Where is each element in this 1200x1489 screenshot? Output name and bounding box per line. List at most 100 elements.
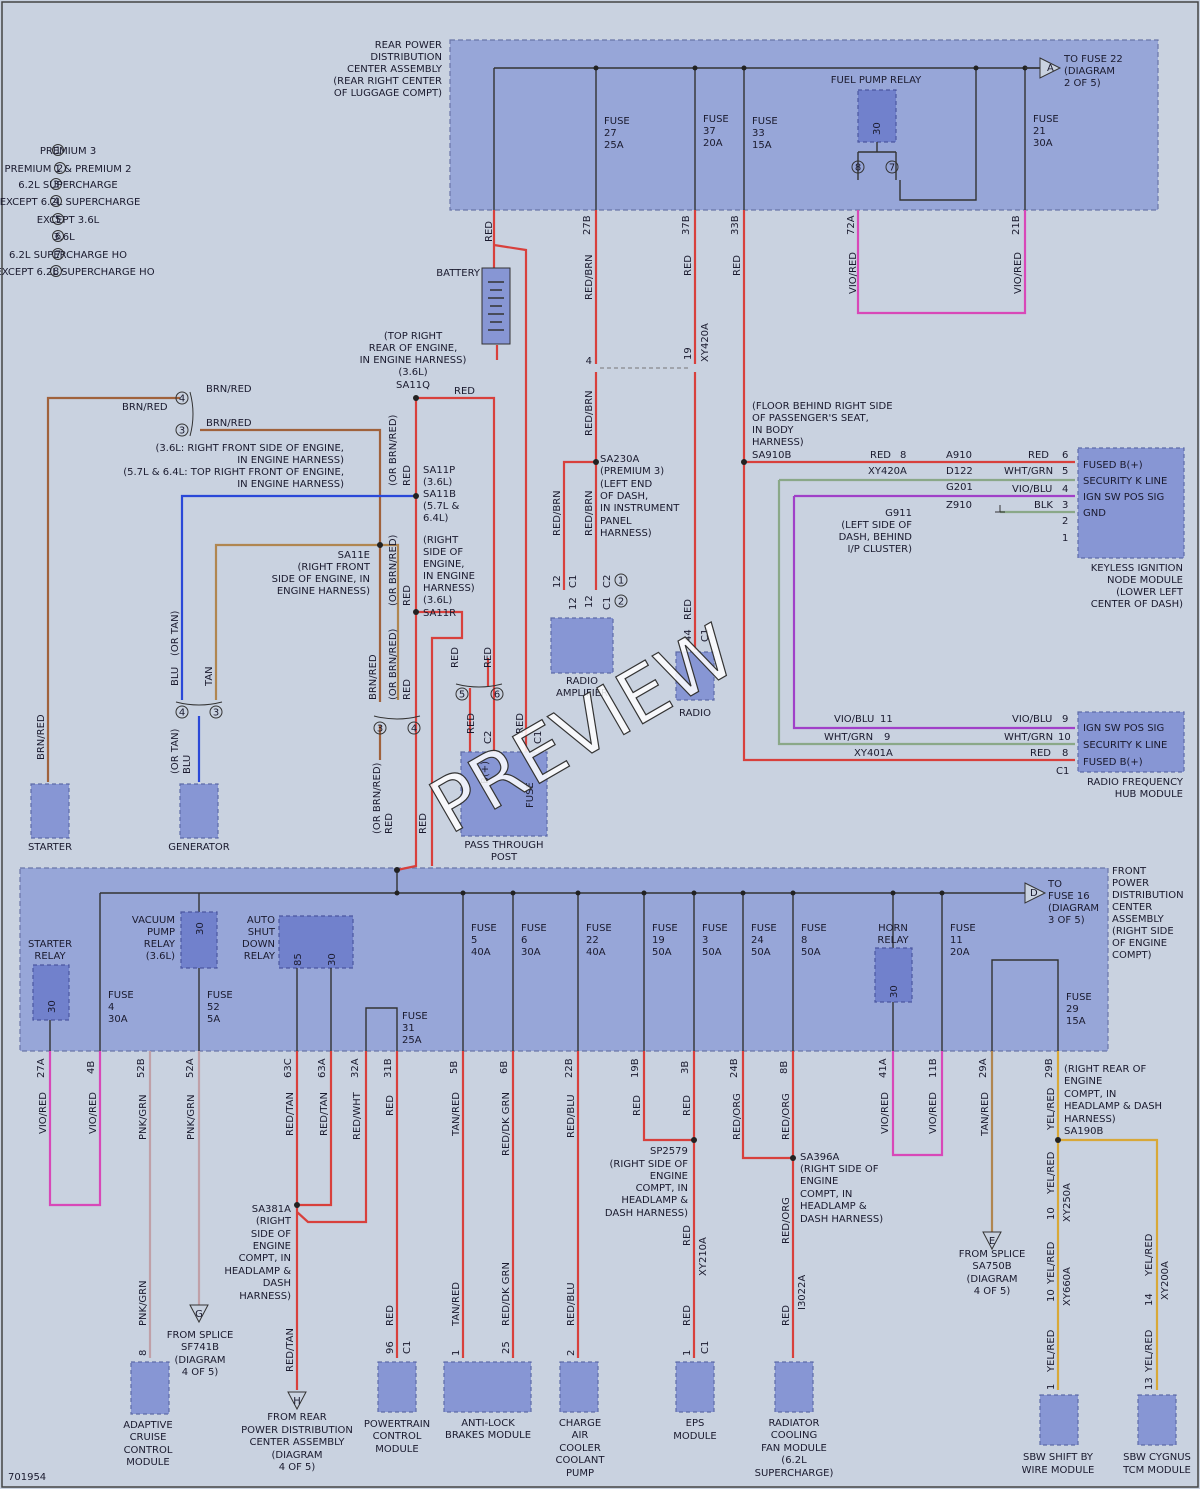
wire-violet	[792, 494, 1075, 730]
svg-text:SECURITY K LINE: SECURITY K LINE	[1083, 476, 1167, 487]
kin-rfh-labels: RED 8 XY420A A910 D122 G201 Z910 RED WHT…	[824, 450, 1071, 777]
svg-text:30: 30	[872, 122, 883, 135]
svg-text:CRUISE: CRUISE	[130, 1432, 167, 1443]
svg-text:SBW SHIFT BY: SBW SHIFT BY	[1023, 1452, 1094, 1463]
wire-tan	[214, 543, 400, 700]
svg-text:4: 4	[179, 394, 185, 405]
svg-text:IN INSTRUMENT: IN INSTRUMENT	[600, 503, 680, 514]
svg-text:A910: A910	[946, 450, 972, 461]
svg-text:G201: G201	[946, 482, 973, 493]
keyless-ignition-node-module: FUSED B(+) SECURITY K LINE IGN SW POS SI…	[1077, 447, 1185, 610]
svg-text:BRN/RED: BRN/RED	[206, 418, 252, 429]
svg-text:SA910B: SA910B	[752, 450, 791, 461]
svg-text:VIO/RED: VIO/RED	[38, 1092, 49, 1134]
svg-text:FROM SPLICE: FROM SPLICE	[167, 1330, 234, 1341]
svg-text:FROM REAR: FROM REAR	[267, 1412, 326, 1423]
vacuum-pump-relay	[180, 911, 218, 969]
svg-text:IN BODY: IN BODY	[752, 425, 794, 436]
radio: RADIO 44 C1	[675, 629, 715, 719]
svg-text:TAN/RED: TAN/RED	[980, 1092, 991, 1137]
svg-text:FUSE: FUSE	[586, 923, 612, 934]
svg-text:EPS: EPS	[686, 1418, 705, 1429]
svg-text:SA396A: SA396A	[800, 1152, 839, 1163]
svg-text:COOLING: COOLING	[771, 1430, 817, 1441]
svg-text:(RIGHT FRONT: (RIGHT FRONT	[297, 562, 370, 573]
svg-text:SF741B: SF741B	[181, 1342, 219, 1353]
svg-text:RED: RED	[402, 465, 413, 486]
svg-text:RED: RED	[402, 585, 413, 606]
svg-text:AIR: AIR	[572, 1430, 589, 1441]
diagram-id: 701954	[8, 1472, 46, 1483]
svg-text:(DIAGRAM: (DIAGRAM	[175, 1355, 226, 1366]
svg-text:SA11Q: SA11Q	[396, 380, 430, 391]
splice-notes-lower: SP2579 (RIGHT SIDE OF ENGINE COMPT, IN H…	[224, 1064, 1162, 1302]
svg-text:4 OF 5): 4 OF 5)	[279, 1462, 316, 1473]
svg-text:30: 30	[327, 953, 338, 966]
splice-notes-upper: (TOP RIGHT REAR OF ENGINE, IN ENGINE HAR…	[123, 331, 912, 619]
svg-text:(OR TAN): (OR TAN)	[170, 610, 181, 656]
svg-text:5: 5	[1062, 466, 1068, 477]
svg-text:RED: RED	[683, 599, 694, 620]
svg-text:(RIGHT SIDE OF: (RIGHT SIDE OF	[610, 1159, 689, 1170]
svg-text:12: 12	[568, 597, 579, 610]
svg-text:8: 8	[801, 935, 807, 946]
svg-text:RED/BLU: RED/BLU	[566, 1094, 577, 1138]
svg-text:ANTI-LOCK: ANTI-LOCK	[461, 1418, 515, 1429]
to-fuse-label: 2 OF 5)	[1064, 78, 1101, 89]
auto-shut-down-relay	[278, 915, 354, 969]
svg-text:C1: C1	[602, 597, 613, 610]
svg-text:OF ENGINE: OF ENGINE	[1112, 938, 1167, 949]
wire-magenta	[856, 210, 1027, 315]
horn-relay	[874, 947, 913, 1003]
svg-text:(OR BRN/RED): (OR BRN/RED)	[388, 534, 399, 606]
svg-text:Z910: Z910	[946, 500, 972, 511]
svg-text:8: 8	[53, 267, 59, 278]
svg-text:COMPT, IN: COMPT, IN	[800, 1189, 852, 1200]
svg-text:STARTER: STARTER	[28, 939, 72, 950]
svg-text:12: 12	[552, 575, 563, 588]
svg-text:PASS THROUGH: PASS THROUGH	[464, 840, 543, 851]
svg-text:SA381A: SA381A	[252, 1204, 291, 1215]
rear-pdc-bus	[493, 67, 1040, 210]
svg-text:RED: RED	[450, 647, 461, 668]
to-fuse-arrow	[1039, 57, 1062, 79]
svg-text:IN ENGINE HARNESS): IN ENGINE HARNESS)	[237, 479, 344, 490]
svg-text:BRN/RED: BRN/RED	[368, 654, 379, 700]
svg-text:DASH HARNESS): DASH HARNESS)	[605, 1208, 688, 1219]
svg-text:30: 30	[47, 1000, 58, 1013]
wire-pink	[148, 1051, 201, 1358]
svg-text:(3.6L): (3.6L)	[398, 367, 427, 378]
svg-text:41A: 41A	[878, 1058, 889, 1078]
svg-text:4: 4	[53, 197, 59, 208]
svg-text:MODULE: MODULE	[126, 1457, 169, 1468]
svg-text:FUSE: FUSE	[402, 1011, 428, 1022]
svg-text:RED/BRN: RED/BRN	[584, 390, 595, 436]
eps-module: 1 C1 EPS MODULE	[673, 1341, 716, 1442]
svg-text:FUSE 16: FUSE 16	[1048, 891, 1090, 902]
to-fuse-label: (DIAGRAM	[1064, 66, 1115, 77]
svg-text:3: 3	[179, 426, 185, 437]
svg-text:2: 2	[57, 164, 63, 175]
svg-text:I3022A: I3022A	[797, 1275, 808, 1310]
svg-text:31: 31	[402, 1023, 415, 1034]
svg-text:RED: RED	[1028, 450, 1049, 461]
svg-text:VIO/BLU: VIO/BLU	[1012, 714, 1052, 725]
svg-text:G911: G911	[885, 508, 912, 519]
rear-power-distribution-center: REAR POWER DISTRIBUTION CENTER ASSEMBLY …	[333, 39, 1159, 235]
svg-text:RED/TAN: RED/TAN	[319, 1092, 330, 1136]
svg-text:FUSE: FUSE	[702, 923, 728, 934]
legend-item: 63.6L	[52, 230, 75, 243]
svg-text:AMPLIFIER: AMPLIFIER	[556, 688, 608, 699]
svg-text:RED/BRN: RED/BRN	[584, 254, 595, 300]
svg-text:RELAY: RELAY	[144, 939, 176, 950]
wire-labels-lower: VIO/RED VIO/RED PNK/GRN PNK/GRN PNK/GRN …	[38, 1087, 1171, 1373]
svg-text:YEL/RED: YEL/RED	[1046, 1329, 1057, 1373]
svg-text:(RIGHT REAR OF: (RIGHT REAR OF	[1064, 1064, 1146, 1075]
rear-pdc-title: (REAR RIGHT CENTER	[333, 76, 442, 87]
